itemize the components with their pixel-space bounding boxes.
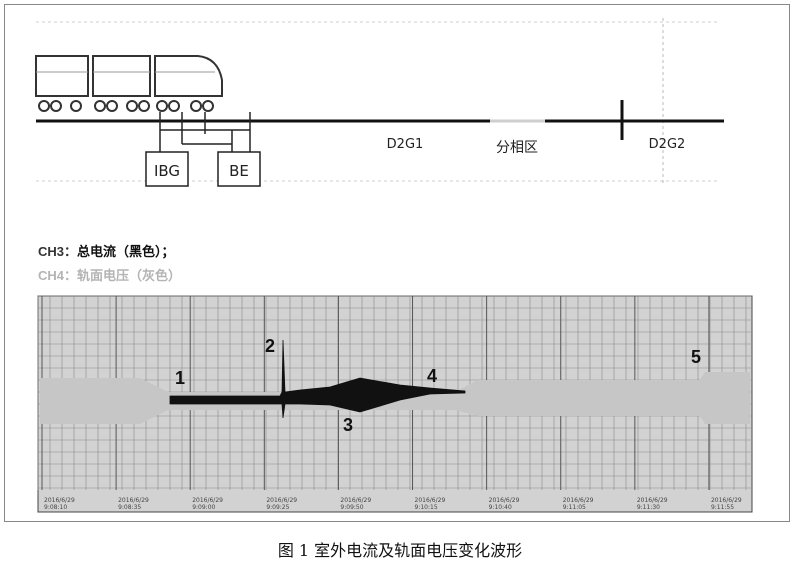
tick-time: 9:08:35 bbox=[118, 504, 141, 511]
marker-3: 3 bbox=[343, 415, 353, 435]
tick-date: 2016/6/29 bbox=[192, 497, 223, 504]
tick-date: 2016/6/29 bbox=[340, 497, 371, 504]
be-box bbox=[217, 151, 261, 187]
tick-time: 9:09:00 bbox=[192, 504, 215, 511]
tick-date: 2016/6/29 bbox=[118, 497, 149, 504]
ibg-label: IBG bbox=[154, 162, 180, 180]
phase-zone-label: 分相区 bbox=[496, 140, 538, 156]
tick-time: 9:11:05 bbox=[563, 504, 586, 511]
tick-time: 9:10:15 bbox=[415, 504, 438, 511]
d2g1-label: D2G1 bbox=[387, 137, 424, 152]
tick-date: 2016/6/29 bbox=[563, 497, 594, 504]
ch4-prefix: CH4： bbox=[38, 268, 78, 283]
train bbox=[35, 55, 223, 112]
marker-4: 4 bbox=[427, 366, 437, 386]
d2g2-label: D2G2 bbox=[649, 137, 686, 152]
marker-5: 5 bbox=[691, 347, 701, 367]
tick-date: 2016/6/29 bbox=[489, 497, 520, 504]
connection-wires bbox=[159, 112, 251, 152]
time-axis: 2016/6/299:08:102016/6/299:08:352016/6/2… bbox=[44, 497, 742, 511]
tick-date: 2016/6/29 bbox=[415, 497, 446, 504]
tick-date: 2016/6/29 bbox=[266, 497, 297, 504]
ch3-text: 总电流（黑色）； bbox=[77, 244, 175, 259]
tick-time: 9:11:55 bbox=[711, 504, 734, 511]
ch4-legend: CH4：轨面电压（灰色） bbox=[38, 265, 181, 284]
ch3-current-trace bbox=[169, 339, 466, 419]
tick-date: 2016/6/29 bbox=[44, 497, 75, 504]
oscilloscope-panel: 1 2 3 4 5 2016/6/299:08:102016/6/299:08:… bbox=[37, 295, 753, 513]
tick-time: 9:09:50 bbox=[340, 504, 363, 511]
tick-time: 9:09:25 bbox=[266, 504, 289, 511]
tick-date: 2016/6/29 bbox=[711, 497, 742, 504]
tick-time: 9:08:10 bbox=[44, 504, 67, 511]
marker-2: 2 bbox=[265, 336, 275, 356]
track-diagram: IBG BE D2G1 分相区 D2G2 bbox=[35, 18, 724, 187]
tick-date: 2016/6/29 bbox=[637, 497, 668, 504]
ch3-prefix: CH3： bbox=[38, 244, 78, 259]
marker-1: 1 bbox=[175, 368, 185, 388]
tick-time: 9:11:30 bbox=[637, 504, 660, 511]
ch3-legend: CH3：总电流（黑色）； bbox=[38, 241, 175, 260]
figure-caption: 图 1 室外电流及轨面电压变化波形 bbox=[277, 541, 523, 560]
be-label: BE bbox=[229, 162, 249, 180]
ch4-text: 轨面电压（灰色） bbox=[77, 268, 182, 283]
ibg-box bbox=[145, 151, 189, 187]
tick-time: 9:10:40 bbox=[489, 504, 512, 511]
